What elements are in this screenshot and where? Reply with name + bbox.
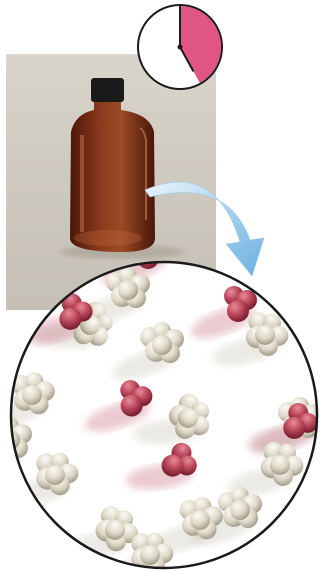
bottle-cap (91, 78, 124, 102)
magnified-circle-background (11, 262, 317, 568)
clock-center (178, 45, 183, 50)
magnified-view (0, 233, 323, 572)
clock-icon (138, 5, 222, 89)
bottle-icon (60, 78, 184, 259)
